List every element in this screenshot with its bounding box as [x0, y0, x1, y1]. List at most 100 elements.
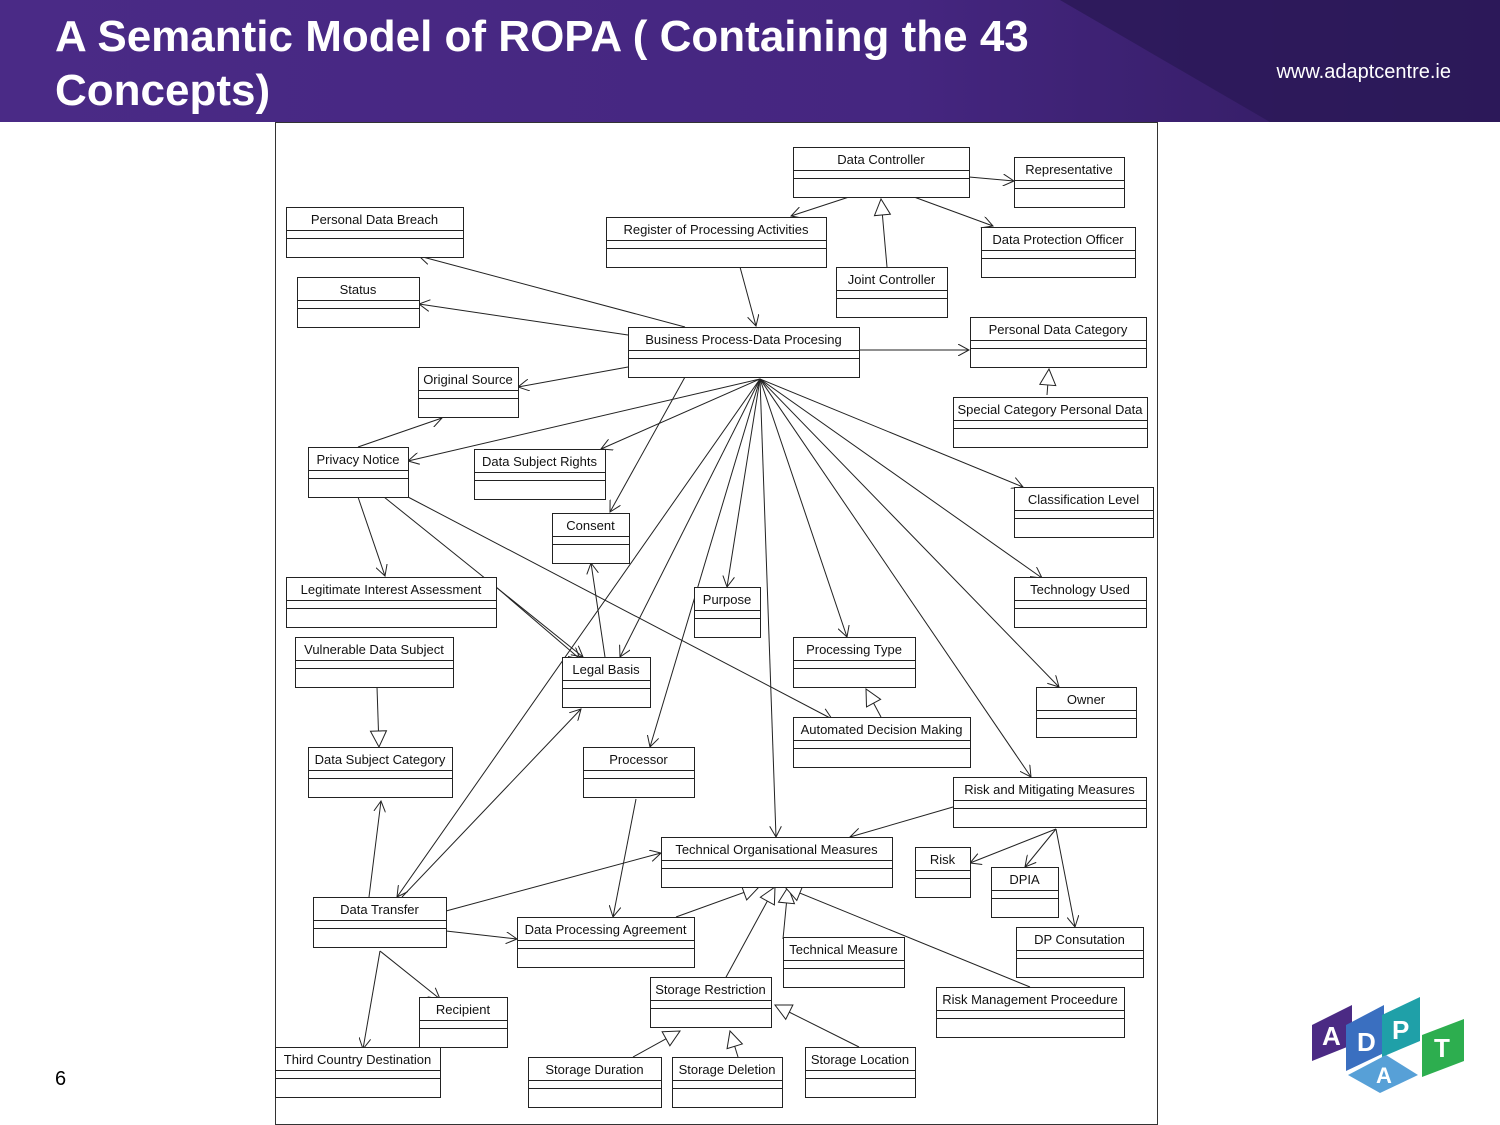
- association-edge-c9-c15: [610, 376, 686, 512]
- generalization-edge-c34-c27: [724, 887, 775, 980]
- class-label: Data Subject Rights: [482, 454, 597, 469]
- class-box-personal-data-breach: Personal Data Breach: [286, 207, 464, 258]
- generalization-edge-c19-c24: [377, 686, 379, 747]
- class-label: Recipient: [436, 1002, 491, 1017]
- class-box-special-category-personal-data: Special Category Personal Data: [953, 397, 1148, 448]
- svg-text:T: T: [1434, 1033, 1450, 1063]
- association-edge-c9-c10: [518, 366, 629, 387]
- adapt-logo: A D P A T: [1312, 997, 1464, 1093]
- class-box-legitimate-interest-assessment: Legitimate Interest Assessment: [286, 577, 497, 628]
- class-box-dp-consutation: DP Consutation: [1016, 927, 1144, 978]
- association-edge-c9-c3: [419, 256, 686, 328]
- association-edge-c21-c15: [591, 563, 606, 658]
- generalization-edge-c11-c8: [1047, 369, 1049, 396]
- class-box-recipient: Recipient: [419, 997, 508, 1048]
- class-box-technical-measure: Technical Measure: [783, 937, 905, 988]
- class-label: Status: [340, 282, 377, 297]
- generalization-edge-c23-c20: [866, 689, 881, 718]
- class-box-risk-management-proceedure: Risk Management Proceedure: [936, 987, 1125, 1038]
- association-edge-c30-c27: [445, 853, 661, 912]
- association-edge-c30-c21: [401, 709, 581, 898]
- svg-text:P: P: [1392, 1015, 1409, 1045]
- class-label: Legitimate Interest Assessment: [301, 582, 482, 597]
- slide-header: A Semantic Model of ROPA ( Containing th…: [0, 0, 1500, 122]
- class-box-third-country-destination: Third Country Destination: [275, 1047, 441, 1098]
- class-label: DP Consutation: [1034, 932, 1125, 947]
- class-label: Storage Location: [811, 1052, 909, 1067]
- class-box-risk: Risk: [915, 847, 971, 898]
- class-box-business-process-data-procesing: Business Process-Data Procesing: [628, 327, 860, 378]
- class-label: Data Protection Officer: [992, 232, 1124, 247]
- class-label: Technology Used: [1030, 582, 1130, 597]
- class-box-data-processing-agreement: Data Processing Agreement: [517, 917, 695, 968]
- association-edge-c1-c5: [913, 196, 993, 226]
- page-number: 6: [55, 1068, 67, 1090]
- svg-text:A: A: [1376, 1063, 1392, 1088]
- association-edge-c12-c23: [407, 496, 832, 719]
- association-edge-c26-c27: [850, 806, 954, 837]
- class-box-automated-decision-making: Automated Decision Making: [793, 717, 971, 768]
- association-edge-c12-c16: [357, 496, 385, 576]
- generalization-edge-c39-c34: [730, 1031, 738, 1058]
- association-edge-c1-c2: [968, 177, 1014, 181]
- association-edge-c9-c27: [759, 378, 776, 837]
- class-box-dpia: DPIA: [991, 867, 1059, 918]
- class-label: Legal Basis: [572, 662, 640, 677]
- class-box-status: Status: [297, 277, 420, 328]
- association-edge-c26-c29: [1025, 828, 1057, 867]
- association-edge-c30-c37: [363, 950, 381, 1049]
- association-edge-c12-c10: [357, 418, 442, 448]
- association-edge-c4-c9: [739, 266, 756, 326]
- class-box-storage-restriction: Storage Restriction: [650, 977, 772, 1028]
- association-edge-c9-c12: [408, 378, 761, 461]
- association-edge-c9-c22: [759, 378, 1059, 687]
- class-label: Personal Data Category: [989, 322, 1128, 337]
- class-label: Storage Deletion: [679, 1062, 776, 1077]
- association-edge-c9-c30: [397, 378, 761, 897]
- generalization-edge-c35-c27: [785, 887, 1031, 988]
- class-box-purpose: Purpose: [694, 587, 761, 638]
- class-label: Third Country Destination: [284, 1052, 431, 1067]
- class-label: Purpose: [703, 592, 751, 607]
- class-label: Data Processing Agreement: [525, 922, 687, 937]
- association-edge-c26-c32: [1055, 828, 1075, 927]
- class-box-data-protection-officer: Data Protection Officer: [981, 227, 1136, 278]
- generalization-edge-c38-c34: [632, 1031, 680, 1058]
- class-label: Consent: [566, 518, 615, 533]
- association-edge-c9-c13: [601, 378, 761, 449]
- association-edge-c30-c36: [379, 950, 440, 999]
- class-label: Privacy Notice: [316, 452, 399, 467]
- association-edge-c26-c28: [970, 828, 1057, 863]
- association-edge-c9-c21: [620, 378, 761, 657]
- class-label: Risk Management Proceedure: [942, 992, 1118, 1007]
- class-label: Data Subject Category: [315, 752, 446, 767]
- association-edge-c25-c31: [613, 798, 637, 917]
- association-edge-c1-c4: [791, 196, 850, 216]
- class-box-storage-duration: Storage Duration: [528, 1057, 662, 1108]
- class-label: Processing Type: [806, 642, 902, 657]
- association-edge-c9-c17: [727, 378, 761, 587]
- class-box-risk-and-mitigating-measures: Risk and Mitigating Measures: [953, 777, 1147, 828]
- class-label: Technical Measure: [789, 942, 897, 957]
- svg-text:A: A: [1322, 1021, 1341, 1051]
- class-box-vulnerable-data-subject: Vulnerable Data Subject: [295, 637, 454, 688]
- class-box-joint-controller: Joint Controller: [836, 267, 948, 318]
- header-background: [0, 0, 1500, 122]
- association-edge-c9-c20: [759, 378, 847, 637]
- class-label: Owner: [1067, 692, 1106, 707]
- class-label: Original Source: [423, 372, 513, 387]
- class-label: Classification Level: [1028, 492, 1139, 507]
- association-edge-c16-c21: [495, 586, 580, 659]
- generalization-edge-c40-c34: [775, 1005, 860, 1048]
- class-box-consent: Consent: [552, 513, 630, 564]
- class-label: Register of Processing Activities: [624, 222, 809, 237]
- class-label: Risk: [930, 852, 956, 867]
- class-box-storage-location: Storage Location: [805, 1047, 916, 1098]
- website-url: www.adaptcentre.ie: [1276, 61, 1451, 83]
- class-box-processor: Processor: [583, 747, 695, 798]
- association-edge-c30-c31: [445, 930, 517, 939]
- class-box-privacy-notice: Privacy Notice: [308, 447, 409, 498]
- class-label: Joint Controller: [848, 272, 936, 287]
- class-box-classification-level: Classification Level: [1014, 487, 1154, 538]
